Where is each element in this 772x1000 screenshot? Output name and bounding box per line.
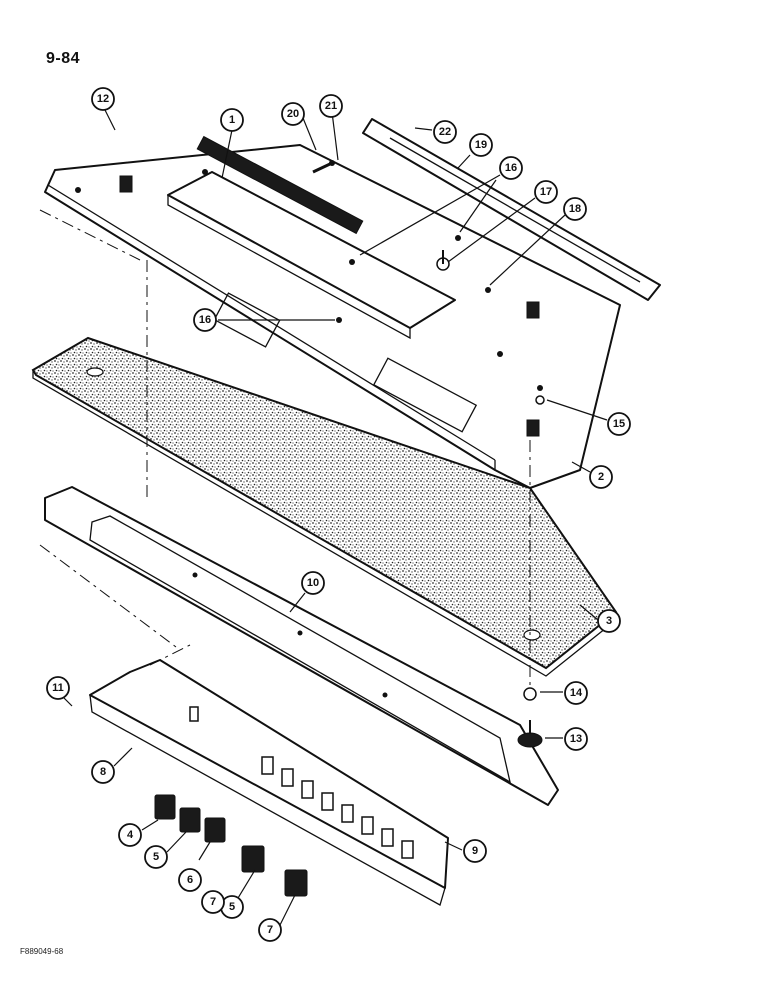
callout-3: 3: [597, 609, 621, 633]
fasteners: [312, 160, 545, 405]
callout-2: 2: [589, 465, 613, 489]
callout-4: 4: [118, 823, 142, 847]
rocker-switches: [154, 794, 308, 897]
svg-text:22: 22: [439, 126, 451, 138]
svg-text:7: 7: [210, 896, 216, 908]
callout-6: 6: [178, 868, 202, 892]
svg-text:2: 2: [598, 471, 604, 483]
callout-11: 11: [46, 676, 70, 700]
svg-text:3: 3: [606, 615, 612, 627]
callout-8: 8: [91, 760, 115, 784]
console-panel: [44, 144, 621, 489]
callout-13: 13: [564, 727, 588, 751]
callout-21: 21: [319, 94, 343, 118]
figure-code: F889049-68: [20, 947, 64, 956]
svg-text:17: 17: [540, 186, 552, 198]
svg-text:19: 19: [475, 139, 487, 151]
callout-20: 20: [281, 102, 305, 126]
callout-16a: 16: [193, 308, 217, 332]
svg-text:9: 9: [472, 845, 478, 857]
svg-text:18: 18: [569, 203, 581, 215]
svg-text:6: 6: [187, 874, 193, 886]
callout-5a: 5: [144, 845, 168, 869]
alignment-lines: [39, 209, 191, 666]
svg-text:5: 5: [229, 901, 235, 913]
callout-17: 17: [534, 180, 558, 204]
svg-text:15: 15: [613, 418, 625, 430]
callout-7b: 7: [258, 918, 282, 942]
svg-text:1: 1: [229, 114, 235, 126]
mounting-strip: [362, 118, 661, 301]
callout-7a: 7: [201, 890, 225, 914]
svg-text:13: 13: [570, 733, 582, 745]
svg-text:16: 16: [505, 162, 517, 174]
svg-text:20: 20: [287, 108, 299, 120]
callout-1: 1: [220, 108, 244, 132]
knob-assembly: [517, 440, 543, 748]
svg-text:8: 8: [100, 766, 106, 778]
callout-14: 14: [564, 681, 588, 705]
switch-panel: [89, 659, 449, 906]
page-number: 9-84: [46, 50, 81, 67]
callout-19: 19: [469, 133, 493, 157]
callout-18: 18: [563, 197, 587, 221]
callout-12: 12: [91, 87, 115, 111]
leader-lines: [63, 109, 608, 926]
callout-10: 10: [301, 571, 325, 595]
callout-9: 9: [463, 839, 487, 863]
svg-text:4: 4: [127, 829, 134, 841]
svg-text:5: 5: [153, 851, 159, 863]
svg-text:10: 10: [307, 577, 319, 589]
svg-text:11: 11: [52, 682, 64, 694]
callout-22: 22: [433, 120, 457, 144]
svg-text:16: 16: [199, 314, 211, 326]
callout-15: 15: [607, 412, 631, 436]
svg-text:12: 12: [97, 93, 109, 105]
svg-text:21: 21: [325, 100, 337, 112]
gasket: [44, 486, 559, 806]
terminal-strip: [167, 135, 456, 340]
svg-text:7: 7: [267, 924, 273, 936]
svg-text:14: 14: [570, 687, 583, 699]
callout-16b: 16: [499, 156, 523, 180]
